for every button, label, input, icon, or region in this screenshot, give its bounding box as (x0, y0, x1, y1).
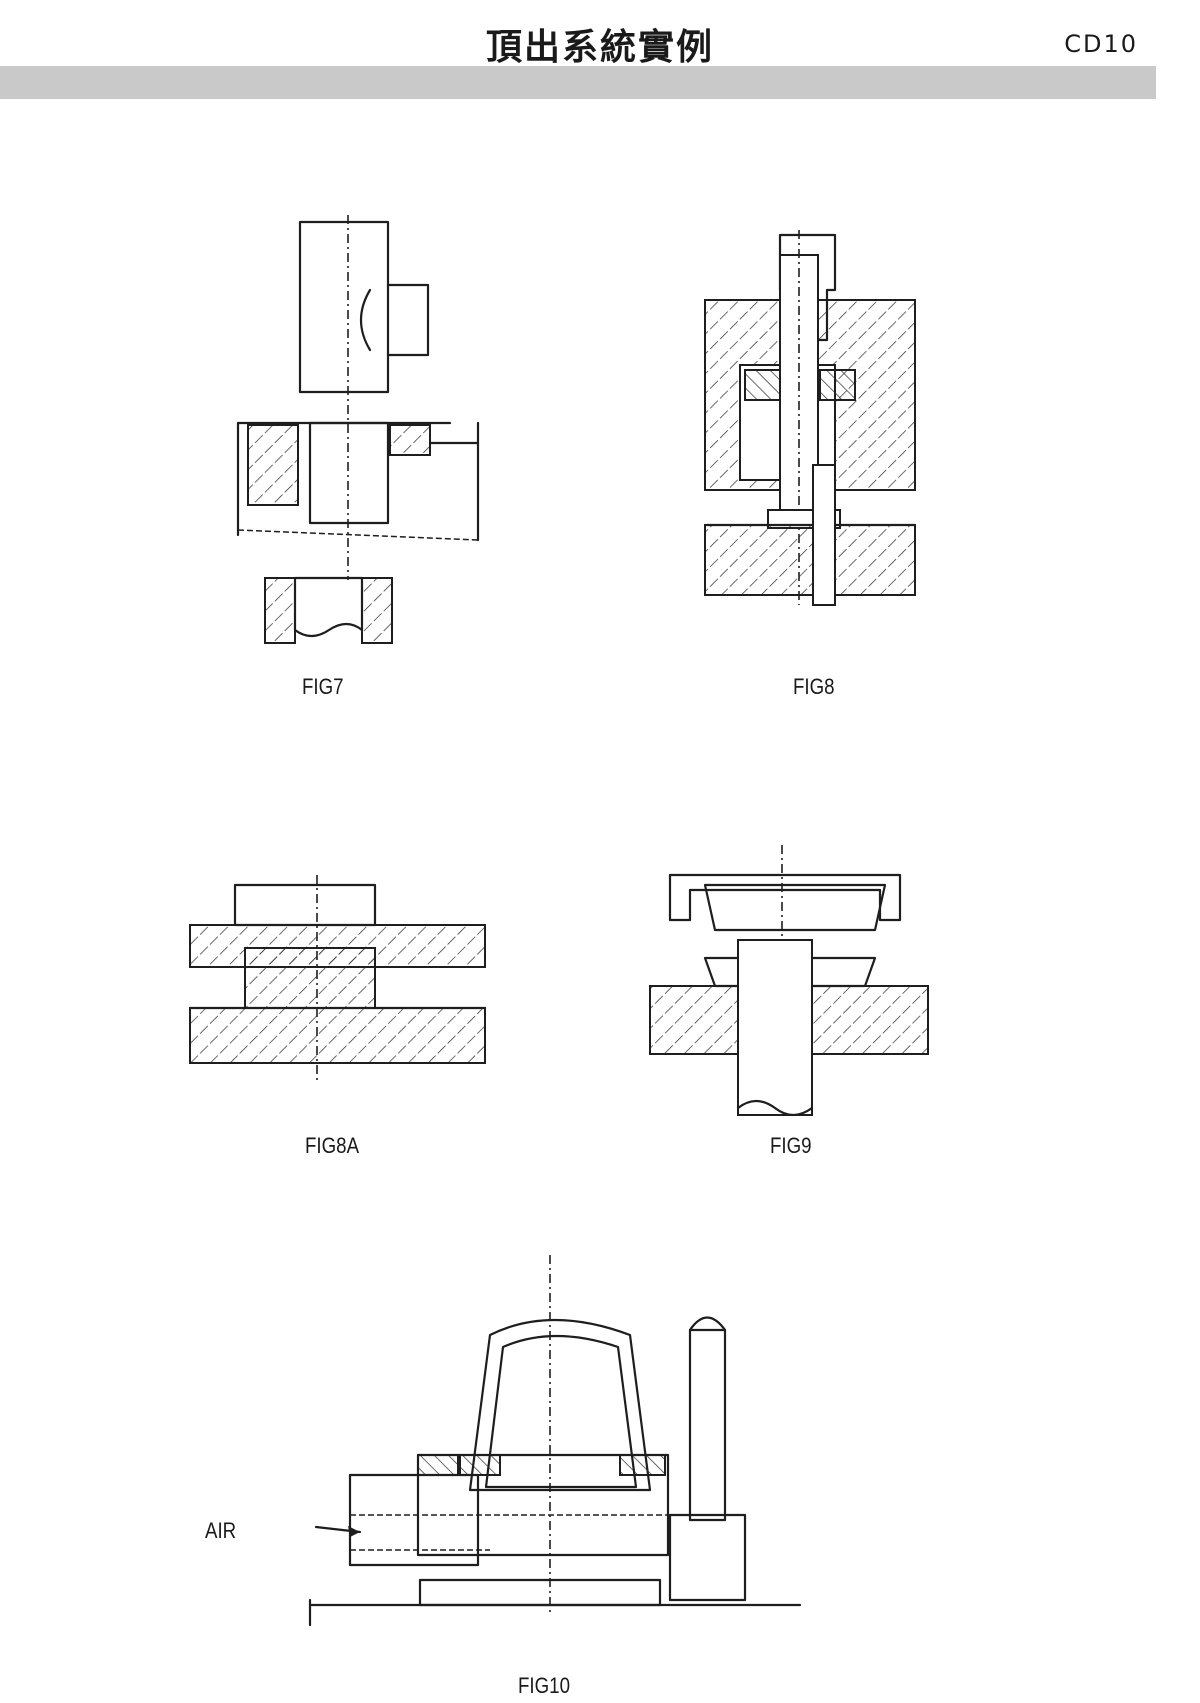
fig8a-caption: FIG8A (305, 1133, 360, 1158)
fig10-caption: FIG10 (518, 1673, 570, 1698)
fig8-drawing (703, 230, 917, 606)
fig8a-drawing (188, 875, 487, 1080)
fig7-drawing (236, 215, 480, 644)
fig8-caption: FIG8 (793, 674, 835, 699)
page-code: CD10 (1064, 30, 1138, 58)
air-label: AIR (205, 1518, 237, 1543)
fig10-drawing (308, 1255, 802, 1627)
fig9-caption: FIG9 (770, 1133, 812, 1158)
fig9-drawing (649, 845, 929, 1117)
title-bar (0, 66, 1156, 99)
fig7-caption: FIG7 (302, 674, 344, 699)
page-title: 頂出系統實例 (485, 27, 714, 68)
